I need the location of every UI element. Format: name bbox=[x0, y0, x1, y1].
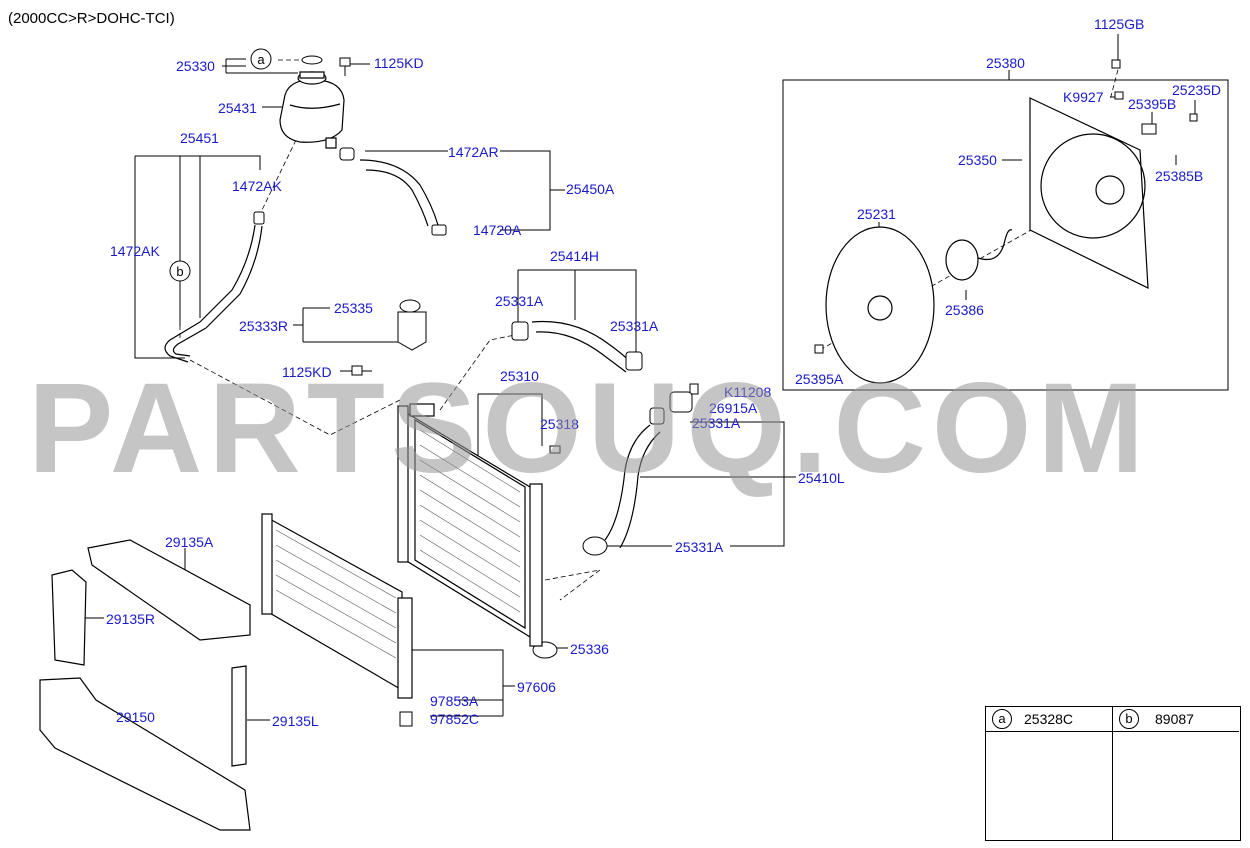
fan-motor bbox=[945, 229, 1013, 281]
legend-part-25328C[interactable]: 25328C bbox=[1024, 711, 1074, 727]
callout-1125GB[interactable]: 1125GB bbox=[1094, 16, 1145, 32]
callout-25385B[interactable]: 25385B bbox=[1155, 168, 1204, 184]
reference-legend: a 25328C b 89087 bbox=[985, 706, 1241, 841]
legend-cell-b: b 89087 bbox=[1113, 707, 1239, 840]
fan-blade bbox=[825, 226, 935, 384]
legend-header-a: a 25328C bbox=[986, 707, 1112, 732]
callout-K11208[interactable]: K11208 bbox=[724, 384, 772, 400]
callout-25310[interactable]: 25310 bbox=[500, 368, 539, 384]
callout-25331A-c[interactable]: 25331A bbox=[692, 415, 741, 431]
leader-97606 bbox=[408, 649, 515, 717]
legend-cell-a: a 25328C bbox=[986, 707, 1113, 840]
ref-a-diagram: a bbox=[257, 52, 265, 67]
callout-1125KD-top[interactable]: 1125KD bbox=[374, 55, 424, 71]
callout-25395A[interactable]: 25395A bbox=[795, 371, 844, 387]
leader-1472AR bbox=[365, 150, 565, 231]
callout-97606[interactable]: 97606 bbox=[517, 679, 556, 695]
callout-25335[interactable]: 25335 bbox=[334, 300, 373, 316]
callout-25451[interactable]: 25451 bbox=[180, 130, 219, 146]
callout-25330[interactable]: 25330 bbox=[176, 58, 215, 74]
callout-97852C[interactable]: 97852C bbox=[430, 711, 480, 727]
leader-25410L bbox=[640, 421, 796, 547]
callout-25231[interactable]: 25231 bbox=[857, 206, 896, 222]
callout-25331A-b[interactable]: 25331A bbox=[610, 318, 659, 334]
legend-ref-b: b bbox=[1119, 709, 1139, 729]
leader-25333R bbox=[293, 307, 405, 343]
leader-25414H bbox=[517, 269, 637, 355]
leader-25380 bbox=[782, 70, 1229, 391]
callout-29135A[interactable]: 29135A bbox=[165, 534, 214, 550]
leader-25330 bbox=[222, 58, 298, 74]
callout-29135R[interactable]: 29135R bbox=[106, 611, 156, 627]
callout-25350[interactable]: 25350 bbox=[958, 152, 997, 168]
legend-ref-a: a bbox=[992, 709, 1012, 729]
callout-25331A-a[interactable]: 25331A bbox=[495, 293, 544, 309]
callout-25395B[interactable]: 25395B bbox=[1128, 96, 1177, 112]
fan-shroud bbox=[1029, 97, 1149, 289]
callout-1472AR[interactable]: 1472AR bbox=[448, 144, 499, 160]
callout-25450A[interactable]: 25450A bbox=[566, 181, 615, 197]
leader-25451 bbox=[134, 155, 261, 359]
callout-25318[interactable]: 25318 bbox=[540, 416, 579, 432]
callout-25336[interactable]: 25336 bbox=[570, 641, 609, 657]
reservoir-tank bbox=[279, 71, 345, 149]
callout-25414H[interactable]: 25414H bbox=[550, 248, 600, 264]
callout-29135L[interactable]: 29135L bbox=[272, 713, 319, 729]
page-title: (2000CC>R>DOHC-TCI) bbox=[8, 10, 175, 27]
callout-K9927[interactable]: K9927 bbox=[1063, 89, 1104, 105]
callout-25380[interactable]: 25380 bbox=[986, 55, 1025, 71]
air-guards bbox=[39, 539, 251, 831]
ref-b-diagram: b bbox=[176, 264, 183, 279]
radiator bbox=[397, 403, 543, 647]
callout-1472AK-top[interactable]: 1472AK bbox=[232, 178, 282, 194]
callout-1472AK-left[interactable]: 1472AK bbox=[110, 243, 160, 259]
callout-25333R[interactable]: 25333R bbox=[239, 318, 289, 334]
callout-25331A-d[interactable]: 25331A bbox=[675, 539, 724, 555]
legend-part-89087[interactable]: 89087 bbox=[1155, 711, 1194, 727]
callout-25235D[interactable]: 25235D bbox=[1172, 82, 1222, 98]
callout-26915A[interactable]: 26915A bbox=[709, 400, 758, 416]
callout-14720A[interactable]: 14720A bbox=[473, 222, 522, 238]
condenser bbox=[261, 513, 413, 699]
callout-1125KD-mid[interactable]: 1125KD bbox=[282, 364, 332, 380]
callout-97853A[interactable]: 97853A bbox=[430, 693, 479, 709]
legend-header-b: b 89087 bbox=[1113, 707, 1239, 732]
callout-25386[interactable]: 25386 bbox=[945, 302, 984, 318]
callout-29150[interactable]: 29150 bbox=[116, 709, 155, 725]
callout-25410L[interactable]: 25410L bbox=[798, 470, 845, 486]
callout-25431[interactable]: 25431 bbox=[218, 100, 257, 116]
